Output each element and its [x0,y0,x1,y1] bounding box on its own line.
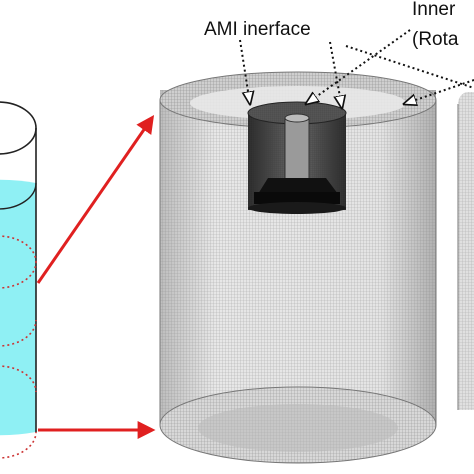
mesh-cylinder [159,71,437,464]
inner-label-line1: Inner [412,0,456,20]
pointer-inner-3 [404,79,474,104]
left-tank [0,101,37,459]
rotor-shaft [284,117,310,181]
left-tank-fluid [0,179,36,436]
pointer-inner-1 [306,29,411,104]
pointer-ami-left [239,39,250,104]
pointer-ami-right [329,41,342,108]
impeller-blades [258,178,338,194]
left-tank-top-rim [0,101,37,155]
right-cylinder-partial [457,92,474,410]
inner-label-line2: (Rota [412,29,459,50]
red-arrow-upper [36,115,155,284]
ami-interface-label: AMI inerface [204,19,311,40]
rotating-zone [247,101,347,214]
